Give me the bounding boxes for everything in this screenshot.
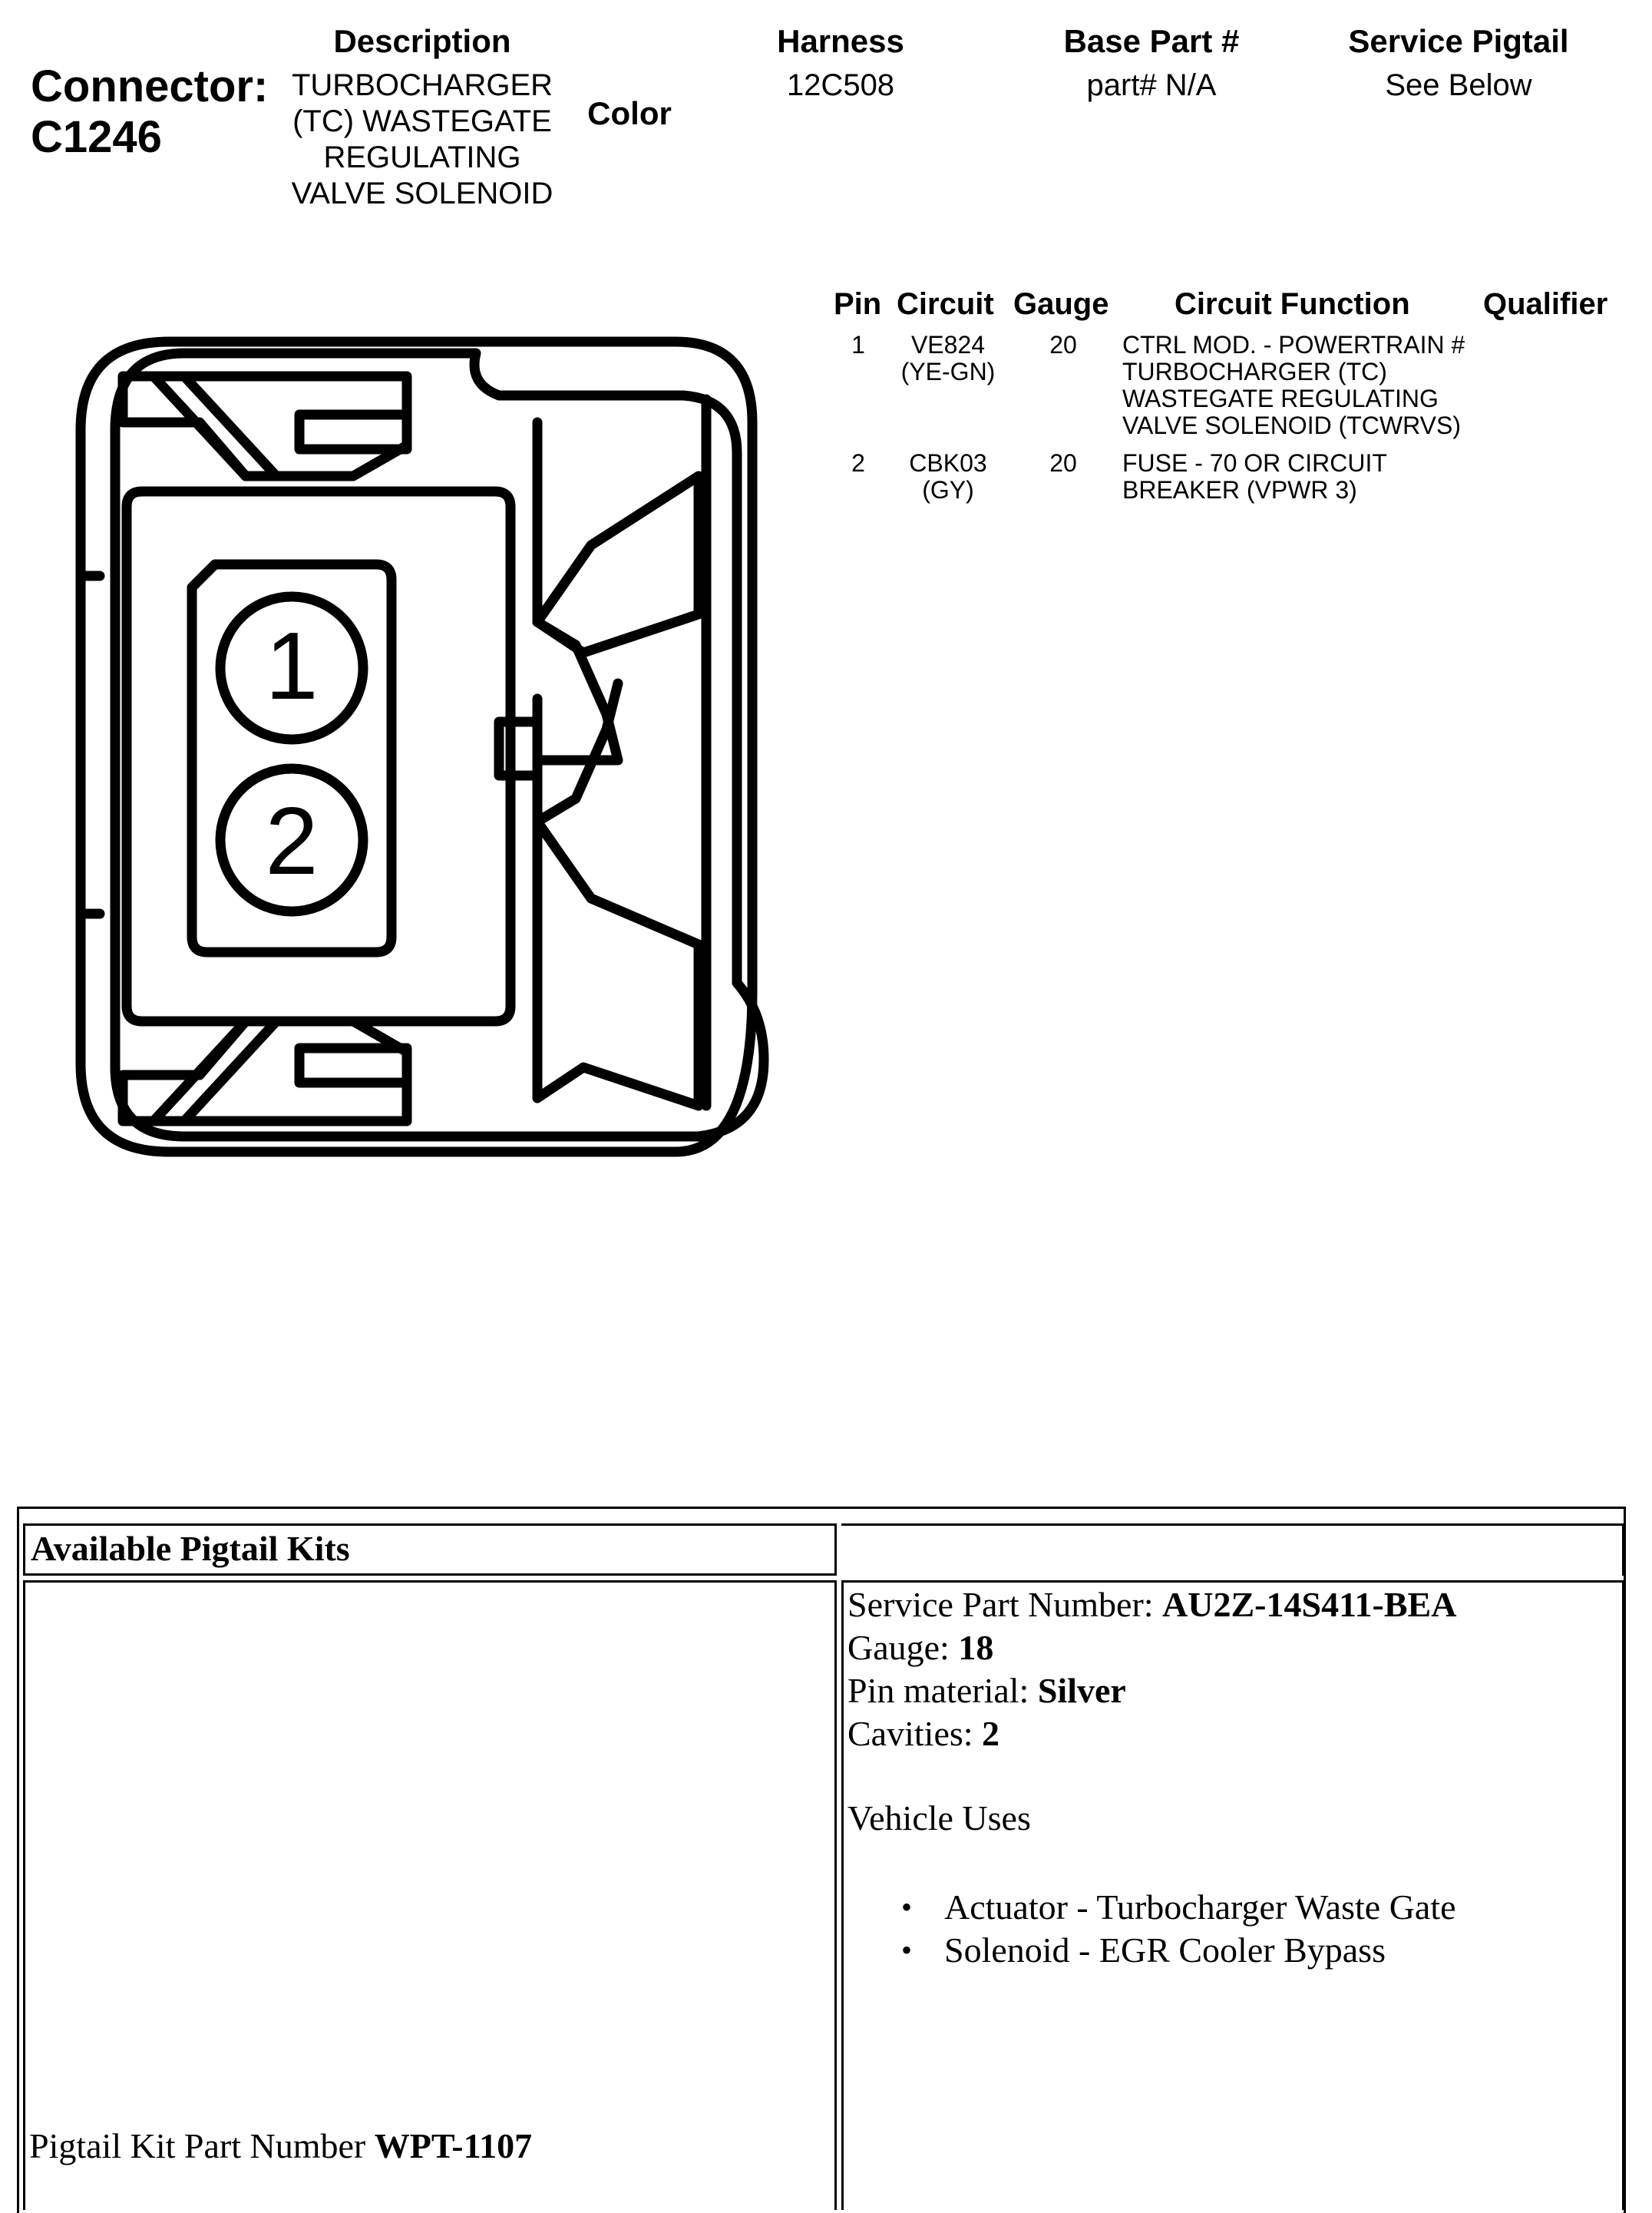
service-part-label: Service Part Number: bbox=[847, 1585, 1163, 1624]
pigtail-header-cell bbox=[23, 1523, 837, 1576]
base-part-value: part# N/A bbox=[1086, 68, 1217, 102]
vehicle-uses-label: Vehicle Uses bbox=[847, 1798, 1031, 1838]
vehicle-use-item: Actuator - Turbocharger Waste Gate bbox=[883, 1886, 1456, 1929]
harness-header: Harness bbox=[777, 23, 904, 59]
upper-tab bbox=[117, 371, 412, 481]
circuit-function-column-header: Circuit Function bbox=[1175, 287, 1410, 321]
upper-tab-diag bbox=[148, 371, 282, 481]
pin-row-1-function: CTRL MOD. - POWERTRAIN # TURBOCHARGER (T… bbox=[1122, 332, 1465, 439]
pin-material-label: Pin material: bbox=[847, 1671, 1038, 1710]
pin-row-2-pin: 2 bbox=[851, 449, 865, 477]
connector-id: C1246 bbox=[31, 112, 162, 162]
base-part-header: Base Part # bbox=[1063, 23, 1240, 59]
gauge-column-header: Gauge bbox=[1013, 287, 1109, 321]
pin-row-2-gauge: 20 bbox=[1049, 449, 1077, 477]
pin-row-1-gauge: 20 bbox=[1049, 331, 1077, 359]
lower-tab-diag bbox=[148, 1016, 282, 1126]
function-line: VALVE SOLENOID (TCWRVS) bbox=[1122, 412, 1461, 439]
description-header: Description bbox=[333, 23, 511, 59]
terminal-cavity bbox=[187, 559, 397, 958]
pin-material: Pin material: Silver bbox=[847, 1669, 1126, 1712]
function-line: BREAKER (VPWR 3) bbox=[1122, 476, 1357, 504]
cavities-label: Cavities: bbox=[847, 1714, 983, 1753]
latch-wedge bbox=[532, 816, 704, 1111]
latch-wedge bbox=[532, 678, 623, 827]
pigtail-image-panel bbox=[23, 1580, 837, 2210]
pigtail-kit-part-number: Pigtail Kit Part Number WPT-1107 bbox=[29, 2125, 532, 2166]
pin-row-1-pin: 1 bbox=[851, 331, 865, 359]
kit-part-label: Pigtail Kit Part Number bbox=[29, 2126, 375, 2165]
kit-part-value: WPT-1107 bbox=[374, 2126, 533, 2165]
description-line: TURBOCHARGER bbox=[291, 68, 553, 102]
pin-material-value: Silver bbox=[1037, 1671, 1126, 1710]
pin-2-label: 2 bbox=[266, 789, 319, 895]
pin-row-1-circuit: VE824 (YE-GN) bbox=[883, 332, 1013, 385]
pigtail-gauge: Gauge: 18 bbox=[847, 1626, 993, 1669]
circuit-color: (GY) bbox=[922, 476, 974, 504]
pigtail-section-title: Available Pigtail Kits bbox=[31, 1529, 350, 1568]
service-pigtail-value: See Below bbox=[1385, 68, 1532, 102]
color-header: Color bbox=[587, 95, 672, 131]
pigtail-details-panel bbox=[841, 1580, 1624, 2210]
circuit-column-header: Circuit bbox=[897, 287, 994, 321]
upper-tab-slot bbox=[294, 409, 412, 455]
circuit-code: CBK03 bbox=[909, 449, 987, 477]
service-pigtail-header: Service Pigtail bbox=[1348, 23, 1569, 59]
connector-inner-outline bbox=[110, 348, 769, 1142]
function-line: FUSE - 70 OR CIRCUIT bbox=[1122, 449, 1387, 477]
gauge-label: Gauge: bbox=[847, 1628, 959, 1667]
gauge-value: 18 bbox=[958, 1628, 994, 1667]
description-value: TURBOCHARGER (TC) WASTEGATE REGULATING V… bbox=[276, 68, 568, 212]
vehicle-use-item: Solenoid - EGR Cooler Bypass bbox=[883, 1929, 1456, 1972]
pigtail-section bbox=[17, 1507, 1626, 2213]
lower-tab-slot bbox=[294, 1043, 412, 1088]
harness-value: 12C508 bbox=[786, 68, 895, 102]
function-line: CTRL MOD. - POWERTRAIN # bbox=[1122, 331, 1465, 359]
side-bump bbox=[75, 571, 105, 919]
pigtail-header-blank-cell bbox=[841, 1523, 1624, 1576]
description-line: REGULATING bbox=[323, 141, 521, 174]
qualifier-column-header: Qualifier bbox=[1483, 287, 1608, 321]
connector-title: Connector: C1246 bbox=[31, 61, 268, 163]
description-line: VALVE SOLENOID bbox=[291, 177, 553, 210]
insert-block bbox=[121, 486, 516, 1027]
function-line: WASTEGATE REGULATING bbox=[1122, 385, 1439, 412]
pin-row-2-function: FUSE - 70 OR CIRCUIT BREAKER (VPWR 3) bbox=[1122, 450, 1387, 504]
function-line: TURBOCHARGER (TC) bbox=[1122, 358, 1387, 385]
description-line: (TC) WASTEGATE bbox=[292, 104, 552, 138]
cavities-value: 2 bbox=[982, 1714, 1000, 1753]
pin-1-circle bbox=[215, 591, 368, 745]
vehicle-uses-list: Actuator - Turbocharger Waste Gate Solen… bbox=[883, 1886, 1456, 1972]
connector-diagram: 1 2 bbox=[75, 336, 769, 1157]
service-part-value: AU2Z-14S411-BEA bbox=[1162, 1585, 1457, 1624]
circuit-code: VE824 bbox=[910, 331, 986, 359]
center-key bbox=[494, 716, 543, 781]
circuit-color: (YE-GN) bbox=[900, 358, 996, 385]
connector-housing-outline bbox=[75, 336, 758, 1157]
cavities: Cavities: 2 bbox=[847, 1712, 999, 1755]
pin-row-2-circuit: CBK03 (GY) bbox=[883, 450, 1013, 504]
pin-2-circle bbox=[215, 763, 368, 917]
latch-wedge bbox=[532, 471, 704, 658]
pin-1-label: 1 bbox=[266, 614, 319, 719]
service-part-number: Service Part Number: AU2Z-14S411-BEA bbox=[847, 1583, 1456, 1626]
connector-label: Connector: bbox=[31, 61, 269, 111]
pin-column-header: Pin bbox=[834, 287, 882, 321]
